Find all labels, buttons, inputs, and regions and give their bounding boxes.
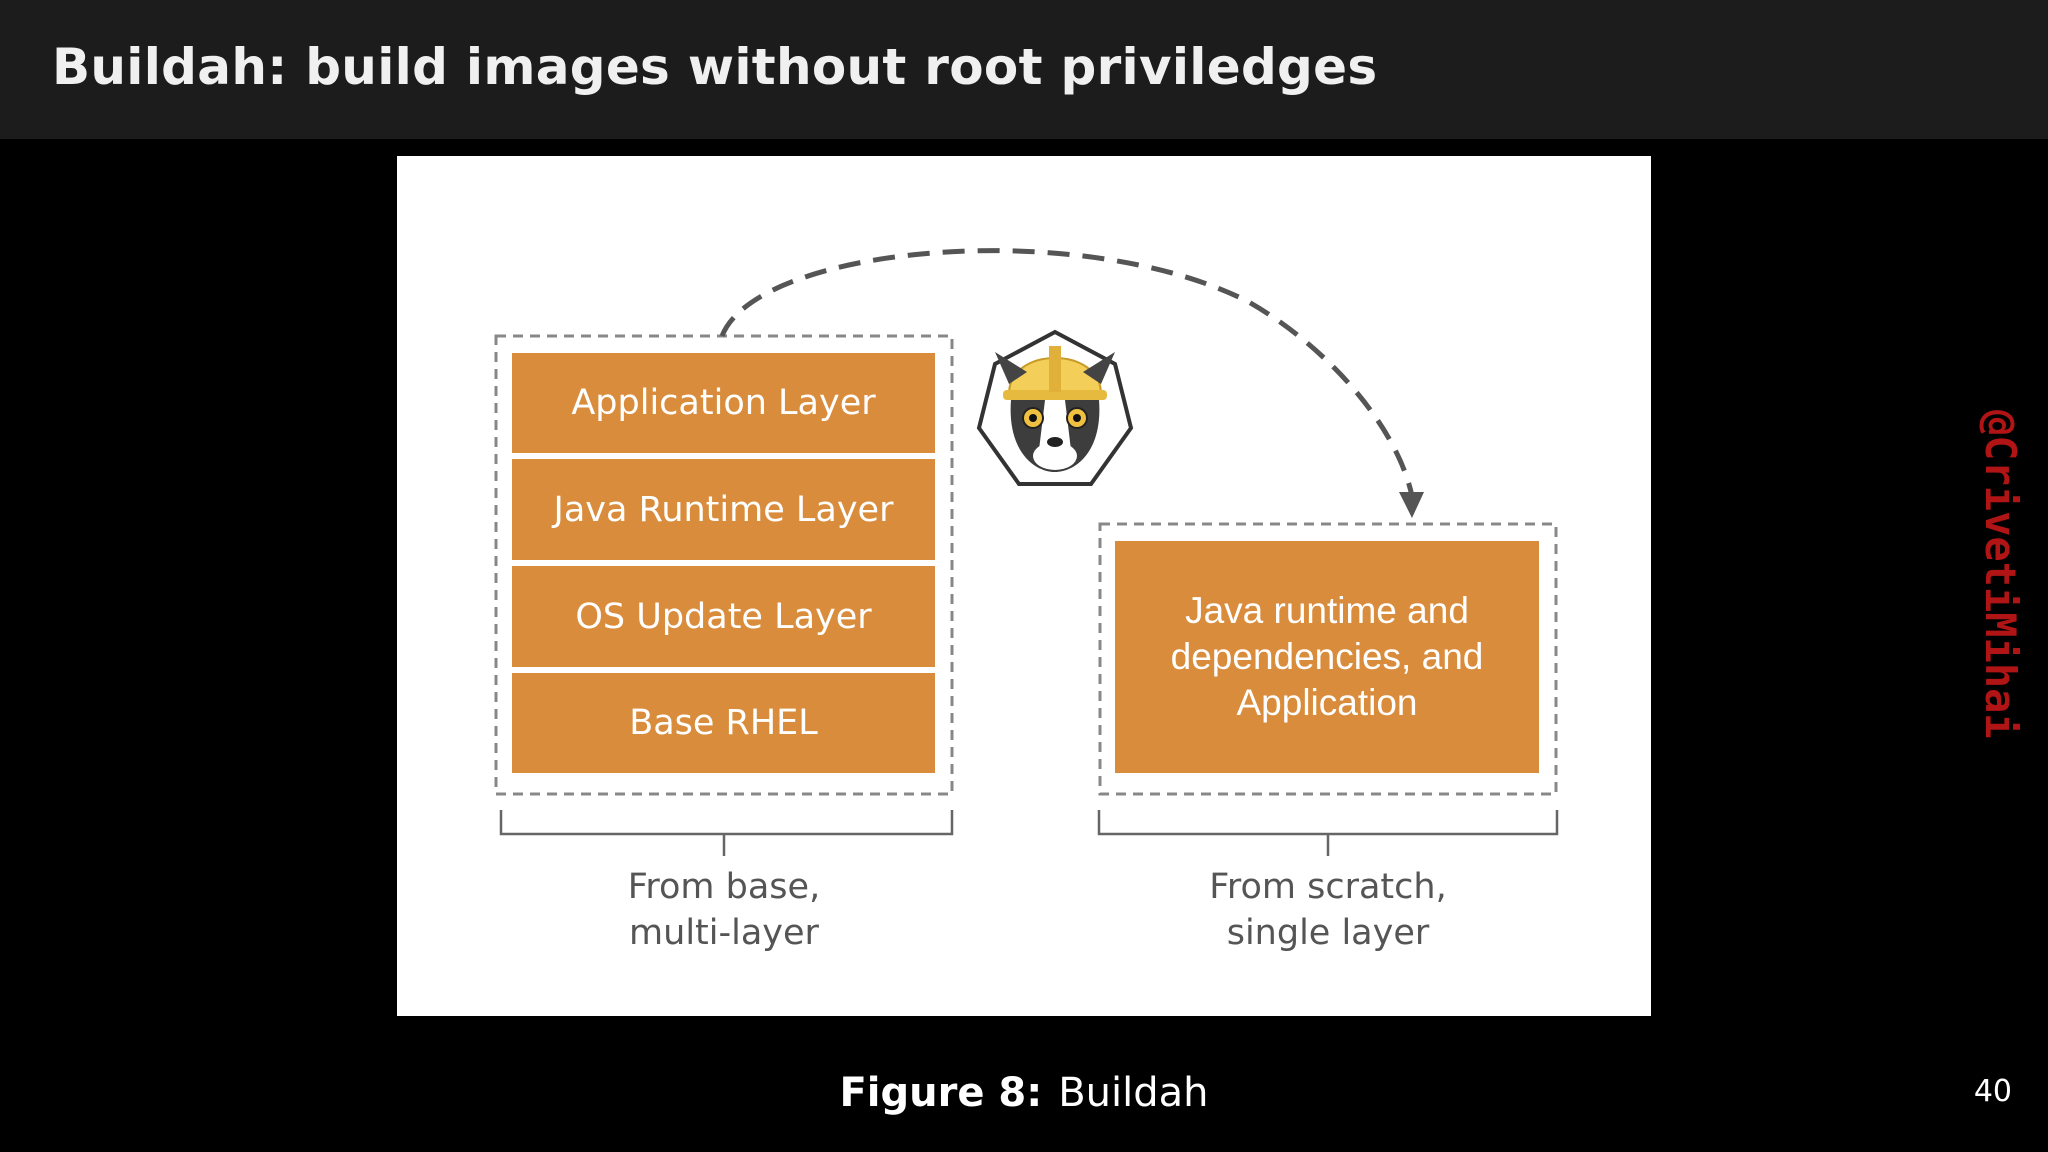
left-caption-line-2: multi-layer — [629, 913, 819, 953]
right-stack-outline — [1098, 522, 1558, 796]
author-watermark: @CrivetiMihai — [1976, 410, 2025, 739]
left-stack-caption: From base, multi-layer — [524, 864, 924, 956]
arrow-head — [1399, 492, 1424, 518]
single-layer-box: Java runtime and dependencies, and Appli… — [1115, 541, 1539, 773]
buildah-dog-mascot-icon — [976, 329, 1134, 486]
right-caption-line-2: single layer — [1226, 913, 1430, 953]
single-layer-line-2: dependencies, and — [1170, 636, 1484, 677]
layer-base-rhel: Base RHEL — [512, 673, 935, 773]
layer-java-runtime: Java Runtime Layer — [512, 459, 935, 560]
layer-application: Application Layer — [512, 353, 935, 453]
left-brace — [499, 810, 954, 856]
layer-os-update: OS Update Layer — [512, 566, 935, 667]
single-layer-line-1: Java runtime and — [1185, 590, 1469, 631]
figure-label: Figure 8: — [839, 1070, 1043, 1116]
right-stack-caption: From scratch, single layer — [1128, 864, 1528, 956]
slide-header: Buildah: build images without root privi… — [0, 0, 2048, 139]
left-caption-line-1: From base, — [627, 867, 821, 907]
figure-panel: Application Layer Java Runtime Layer OS … — [397, 156, 1651, 1016]
figure-caption-text: Buildah — [1058, 1070, 1209, 1116]
diagram-lines — [494, 248, 1559, 856]
single-layer-line-3: Application — [1236, 682, 1418, 723]
figure-caption: Figure 8: Buildah — [0, 1070, 2048, 1116]
slide-title: Buildah: build images without root privi… — [52, 38, 1378, 96]
right-brace — [1097, 810, 1559, 856]
page-number: 40 — [1973, 1074, 2012, 1109]
right-caption-line-1: From scratch, — [1209, 867, 1447, 907]
